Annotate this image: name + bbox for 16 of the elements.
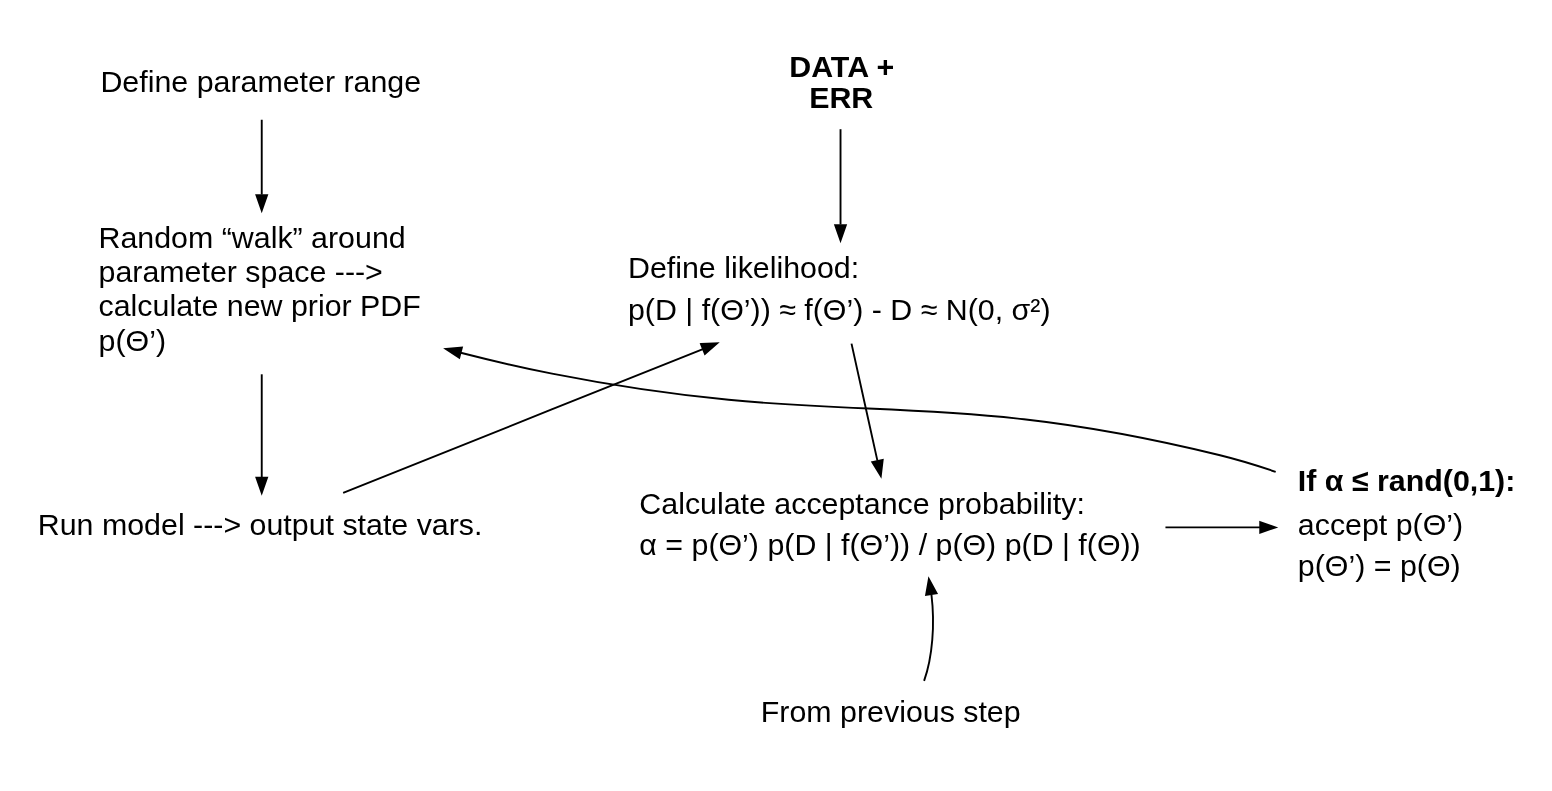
arrow (923, 576, 939, 682)
node-text: Define parameter range (100, 65, 422, 99)
arrow (255, 118, 269, 214)
node-text: If α ≤ rand(0,1): accept p(Θ’) p(Θ’) = p(Θ) (1297, 463, 1516, 583)
arrow (342, 342, 720, 494)
arrow (1164, 520, 1279, 535)
node-text: Random “walk” around parameter space ---> calculate new prior PDF p(Θ’) (98, 221, 421, 357)
node-text: DATA + ERR (789, 50, 895, 114)
arrow (850, 342, 884, 479)
arrow (833, 128, 848, 244)
arrow (443, 346, 1277, 473)
node-text: From previous step (760, 695, 1021, 729)
node-text: Calculate acceptance probability: α = p(Θ’) p(D | f(Θ’)) / p(Θ) p(D | f(Θ)) (639, 486, 1141, 562)
node-text: Define likelihood: p(D | f(Θ’)) ≈ f(Θ’) - D ≈ N(0, σ²) (627, 251, 1051, 327)
node-text: Run model ---> output state vars. (37, 507, 483, 541)
arrow (255, 373, 269, 496)
